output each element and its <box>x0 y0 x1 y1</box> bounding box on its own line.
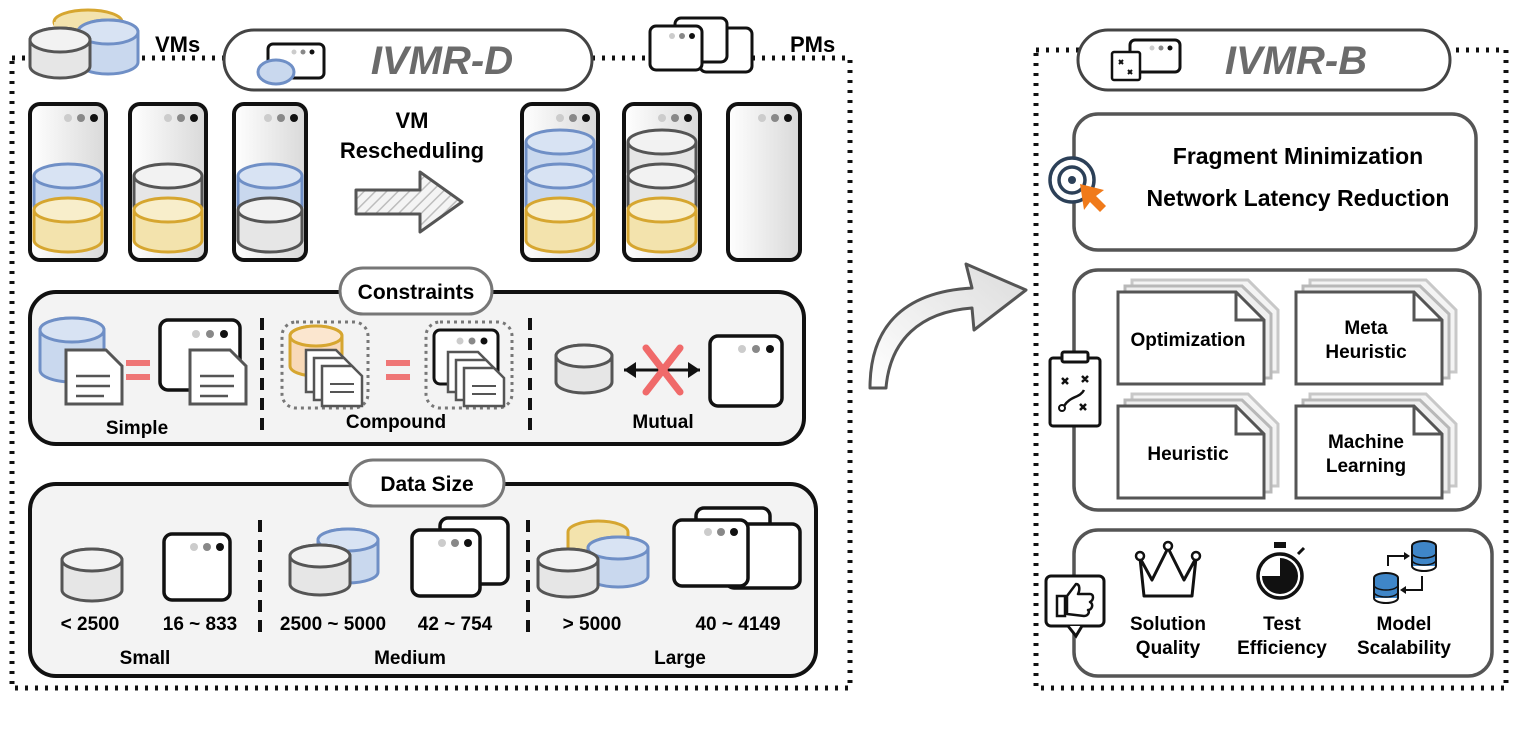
medium-vm-range: 2500 ~ 5000 <box>280 614 386 635</box>
vm-cylinder-icon <box>524 196 596 254</box>
metric-model-line1: Model <box>1377 614 1432 635</box>
methods-grid: OptimizationMetaHeuristicHeuristicMachin… <box>1116 278 1458 500</box>
metric-test-line2: Efficiency <box>1237 638 1327 659</box>
pms-legend-icon <box>648 16 754 74</box>
document-icon <box>1116 404 1266 500</box>
small-label: Small <box>120 648 171 669</box>
large-vm-range: > 5000 <box>563 614 622 635</box>
constraint-mutual <box>554 334 784 408</box>
method-label-line2: Heuristic <box>1325 342 1407 363</box>
database-transfer-icon <box>1373 540 1437 604</box>
vm-cylinder-icon <box>236 196 304 254</box>
rescheduling-line2: Rescheduling <box>340 138 484 163</box>
pm-server-icon <box>232 102 308 262</box>
strategy-server-title-icon <box>1110 38 1182 82</box>
ivmr-b-dotted-border <box>1033 47 1509 691</box>
ivmr-d-dotted-border <box>9 55 853 691</box>
stopwatch-icon <box>1256 542 1306 600</box>
vm-cylinder-icon <box>32 196 104 254</box>
constraint-simple <box>38 316 248 406</box>
constraint-simple-label: Simple <box>106 418 168 439</box>
pm-server-icon <box>520 102 600 262</box>
metric-model-line2: Scalability <box>1357 638 1451 659</box>
transition-curved-arrow-icon <box>868 262 1028 390</box>
data-size-large <box>536 506 802 599</box>
ivmr-b-panel: IVMR-B Fragment Minimization Network Lat… <box>1033 28 1509 691</box>
ivmr-d-title: IVMR-D <box>371 39 513 83</box>
large-pm-range: 40 ~ 4149 <box>695 614 780 635</box>
vm-cylinder-icon <box>626 196 698 254</box>
document-icon <box>1294 290 1444 386</box>
objective-network-latency-reduction: Network Latency Reduction <box>1147 185 1450 211</box>
document-icon <box>1116 290 1266 386</box>
small-pm-range: 16 ~ 833 <box>163 614 238 635</box>
document-icon <box>320 364 364 408</box>
vm-cylinder-icon <box>132 196 204 254</box>
shift-arrow-icon <box>354 170 464 234</box>
metric-test-line1: Test <box>1263 614 1301 635</box>
constraints-title-pill <box>338 266 494 316</box>
document-icon <box>1294 404 1444 500</box>
data-size-title-pill <box>348 458 506 508</box>
cross-icon <box>642 344 684 396</box>
objective-fragment-minimization: Fragment Minimization <box>1173 143 1423 169</box>
method-label-line1: Heuristic <box>1147 444 1229 465</box>
small-vm-range: < 2500 <box>61 614 120 635</box>
rescheduling-line1: VM <box>396 108 429 133</box>
data-size-small <box>60 532 232 603</box>
metric-solution-line2: Quality <box>1136 638 1201 659</box>
pm-server-icon <box>726 102 802 262</box>
target-cursor-icon <box>1048 156 1106 212</box>
data-size-medium <box>288 516 510 598</box>
constraint-compound <box>280 320 514 410</box>
server-vm-title-icon <box>256 42 326 86</box>
method-card: Heuristic <box>1116 392 1280 500</box>
method-label-line1: Optimization <box>1130 330 1245 351</box>
pm-server-icon <box>28 102 108 262</box>
vms-label: VMs <box>155 32 200 57</box>
medium-pm-range: 42 ~ 754 <box>418 614 493 635</box>
pm-server-icon <box>128 102 208 262</box>
method-card: Optimization <box>1116 278 1280 386</box>
large-label: Large <box>654 648 706 669</box>
crown-icon <box>1134 540 1202 598</box>
constraint-compound-label: Compound <box>346 412 446 433</box>
metric-solution-line1: Solution <box>1130 614 1206 635</box>
constraint-mutual-label: Mutual <box>632 412 693 433</box>
medium-label: Medium <box>374 648 446 669</box>
pms-label: PMs <box>790 32 835 57</box>
data-size-title: Data Size <box>380 473 473 496</box>
constraints-title: Constraints <box>358 281 475 304</box>
ivmr-b-title: IVMR-B <box>1225 39 1367 83</box>
pm-server-icon <box>622 102 702 262</box>
thumbs-up-icon <box>1044 574 1106 639</box>
strategy-board-icon <box>1048 350 1102 428</box>
ivmr-d-panel: VMs PMs IVMR-D VM Rescheduling Constrain… <box>9 8 853 691</box>
server-row <box>28 102 802 262</box>
objectives-box <box>1072 112 1478 252</box>
method-label-line2: Learning <box>1326 456 1406 477</box>
method-label-line1: Meta <box>1344 318 1388 339</box>
vms-legend-icon <box>28 8 140 80</box>
method-label-line1: Machine <box>1328 432 1404 453</box>
